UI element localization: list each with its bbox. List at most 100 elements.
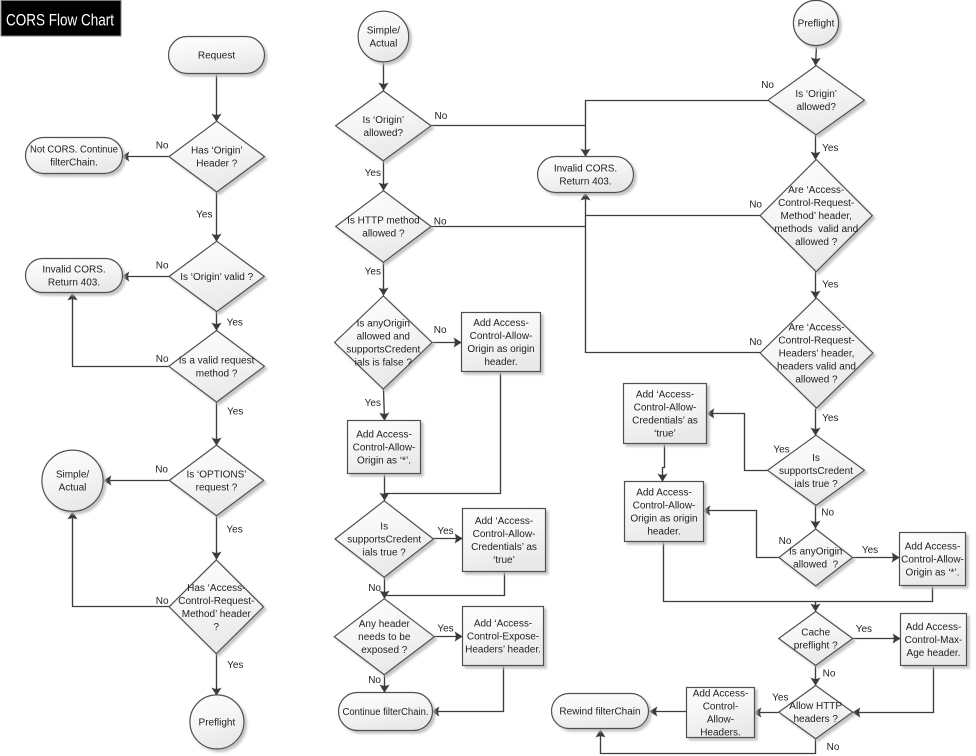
svg-text:headers valid and: headers valid and: [777, 362, 856, 373]
svg-text:Simple/: Simple/: [367, 26, 401, 37]
svg-text:Headers’ header.: Headers’ header.: [465, 645, 541, 656]
svg-text:No: No: [823, 669, 836, 680]
svg-text:Is ‘Origin’ valid ?: Is ‘Origin’ valid ?: [180, 272, 253, 283]
svg-text:Preflight: Preflight: [199, 717, 236, 728]
svg-text:‘true’: ‘true’: [493, 555, 515, 566]
svg-text:filterChain.: filterChain.: [50, 158, 98, 169]
svg-text:header.: header.: [484, 357, 517, 368]
svg-text:No: No: [761, 80, 774, 91]
svg-text:Header ?: Header ?: [196, 159, 238, 170]
svg-text:supportsCredent: supportsCredent: [779, 466, 853, 477]
svg-text:Add ‘Access-: Add ‘Access-: [636, 390, 694, 401]
svg-text:Control-Allow-: Control-Allow-: [473, 529, 536, 540]
svg-text:Rewind filterChain: Rewind filterChain: [559, 707, 640, 718]
svg-text:No: No: [435, 111, 448, 122]
svg-text:Credentials’ as: Credentials’ as: [471, 542, 537, 553]
svg-text:Origin as ‘*’.: Origin as ‘*’.: [906, 568, 960, 579]
svg-text:Headers.: Headers.: [700, 728, 741, 739]
svg-text:Yes: Yes: [226, 525, 242, 536]
svg-text:Yes: Yes: [822, 280, 838, 291]
svg-text:Method’ header,: Method’ header,: [781, 211, 852, 222]
svg-text:Yes: Yes: [772, 693, 788, 704]
svg-text:No: No: [749, 337, 762, 348]
svg-text:Add Access-: Add Access-: [906, 622, 962, 633]
svg-text:Continue filterChain.: Continue filterChain.: [343, 707, 429, 718]
svg-text:Control-Request-: Control-Request-: [778, 198, 854, 209]
svg-text:Control-Allow-: Control-Allow-: [633, 501, 696, 512]
svg-text:Control-Allow-: Control-Allow-: [634, 403, 697, 414]
svg-text:Actual: Actual: [59, 483, 87, 494]
svg-text:Is ‘Origin’: Is ‘Origin’: [795, 89, 837, 100]
svg-text:No: No: [156, 596, 169, 607]
svg-text:Yes: Yes: [365, 168, 381, 179]
svg-text:Control-Expose-: Control-Expose-: [467, 632, 539, 643]
svg-text:Yes: Yes: [365, 398, 381, 409]
svg-text:method ?: method ?: [196, 368, 238, 379]
svg-text:ials true ?: ials true ?: [794, 479, 838, 490]
svg-text:Preflight: Preflight: [798, 19, 835, 30]
svg-text:Control-Allow-: Control-Allow-: [901, 555, 964, 566]
svg-text:Control-: Control-: [703, 702, 739, 713]
svg-text:‘true’: ‘true’: [654, 429, 676, 440]
svg-text:Is: Is: [812, 453, 820, 464]
svg-text:No: No: [827, 742, 840, 753]
svg-text:Headers’ header,: Headers’ header,: [779, 349, 855, 360]
svg-text:No: No: [156, 141, 169, 152]
svg-text:No: No: [368, 583, 381, 594]
svg-text:No: No: [779, 536, 792, 547]
svg-text:Control-Request-: Control-Request-: [778, 336, 854, 347]
svg-text:supportsCredent: supportsCredent: [347, 535, 421, 546]
svg-text:Add Access-: Add Access-: [905, 542, 961, 553]
svg-text:No: No: [155, 465, 168, 476]
svg-text:No: No: [749, 200, 762, 211]
svg-text:ials true ?: ials true ?: [363, 548, 407, 559]
svg-text:Yes: Yes: [773, 445, 789, 456]
svg-text:Has ‘Origin’: Has ‘Origin’: [191, 146, 243, 157]
svg-text:?: ?: [214, 622, 220, 633]
svg-text:preflight ?: preflight ?: [794, 641, 838, 652]
svg-text:CORS Flow Chart: CORS Flow Chart: [6, 11, 114, 30]
svg-text:exposed ?: exposed ?: [361, 645, 408, 656]
svg-text:Add ‘Access-: Add ‘Access-: [474, 619, 532, 630]
svg-text:Has ‘Access-: Has ‘Access-: [187, 583, 245, 594]
svg-text:supportsCredent: supportsCredent: [346, 345, 420, 356]
svg-text:Invalid CORS.: Invalid CORS.: [554, 164, 617, 175]
svg-text:Simple/: Simple/: [56, 470, 90, 481]
svg-text:Origin as origin: Origin as origin: [630, 514, 697, 525]
svg-text:No: No: [368, 675, 381, 686]
svg-text:Yes: Yes: [227, 660, 243, 671]
svg-text:Age header.: Age header.: [907, 648, 961, 659]
svg-text:Yes: Yes: [856, 624, 872, 635]
svg-text:allowed ?: allowed ?: [793, 560, 838, 571]
svg-text:Add Access-: Add Access-: [356, 430, 412, 441]
svg-text:Control-Allow-: Control-Allow-: [470, 331, 533, 342]
svg-text:headers ?: headers ?: [793, 714, 838, 725]
svg-text:Request: Request: [198, 51, 235, 62]
svg-text:needs to be: needs to be: [358, 632, 411, 643]
svg-text:Yes: Yes: [365, 267, 381, 278]
svg-text:Yes: Yes: [227, 407, 243, 418]
svg-text:Return 403.: Return 403.: [48, 278, 100, 289]
svg-text:No: No: [434, 217, 447, 228]
svg-text:No: No: [821, 508, 834, 519]
svg-text:Is HTTP method: Is HTTP method: [347, 216, 420, 227]
svg-text:ials is false ?: ials is false ?: [355, 358, 413, 369]
svg-text:allowed ?: allowed ?: [362, 229, 405, 240]
svg-text:Is ‘Origin’: Is ‘Origin’: [362, 115, 404, 126]
svg-text:Add Access-: Add Access-: [636, 488, 692, 499]
svg-text:Allow HTTP: Allow HTTP: [789, 701, 842, 712]
svg-text:Origin as ‘*’.: Origin as ‘*’.: [357, 456, 411, 467]
svg-text:allowed and: allowed and: [357, 332, 410, 343]
svg-text:Allow-: Allow-: [707, 715, 734, 726]
svg-text:Is anyOrigin: Is anyOrigin: [357, 319, 410, 330]
svg-text:Control-Allow-: Control-Allow-: [353, 443, 416, 454]
svg-text:Is: Is: [380, 522, 388, 533]
svg-text:Are ‘Access-: Are ‘Access-: [788, 185, 844, 196]
svg-text:Origin as origin: Origin as origin: [467, 344, 534, 355]
svg-text:Is ‘OPTIONS’: Is ‘OPTIONS’: [186, 469, 246, 480]
svg-text:allowed ?: allowed ?: [795, 375, 838, 386]
svg-text:Is a valid request: Is a valid request: [179, 355, 255, 366]
svg-text:Add Access-: Add Access-: [693, 689, 749, 700]
svg-text:Method’ header: Method’ header: [182, 609, 252, 620]
svg-text:allowed?: allowed?: [364, 128, 404, 139]
